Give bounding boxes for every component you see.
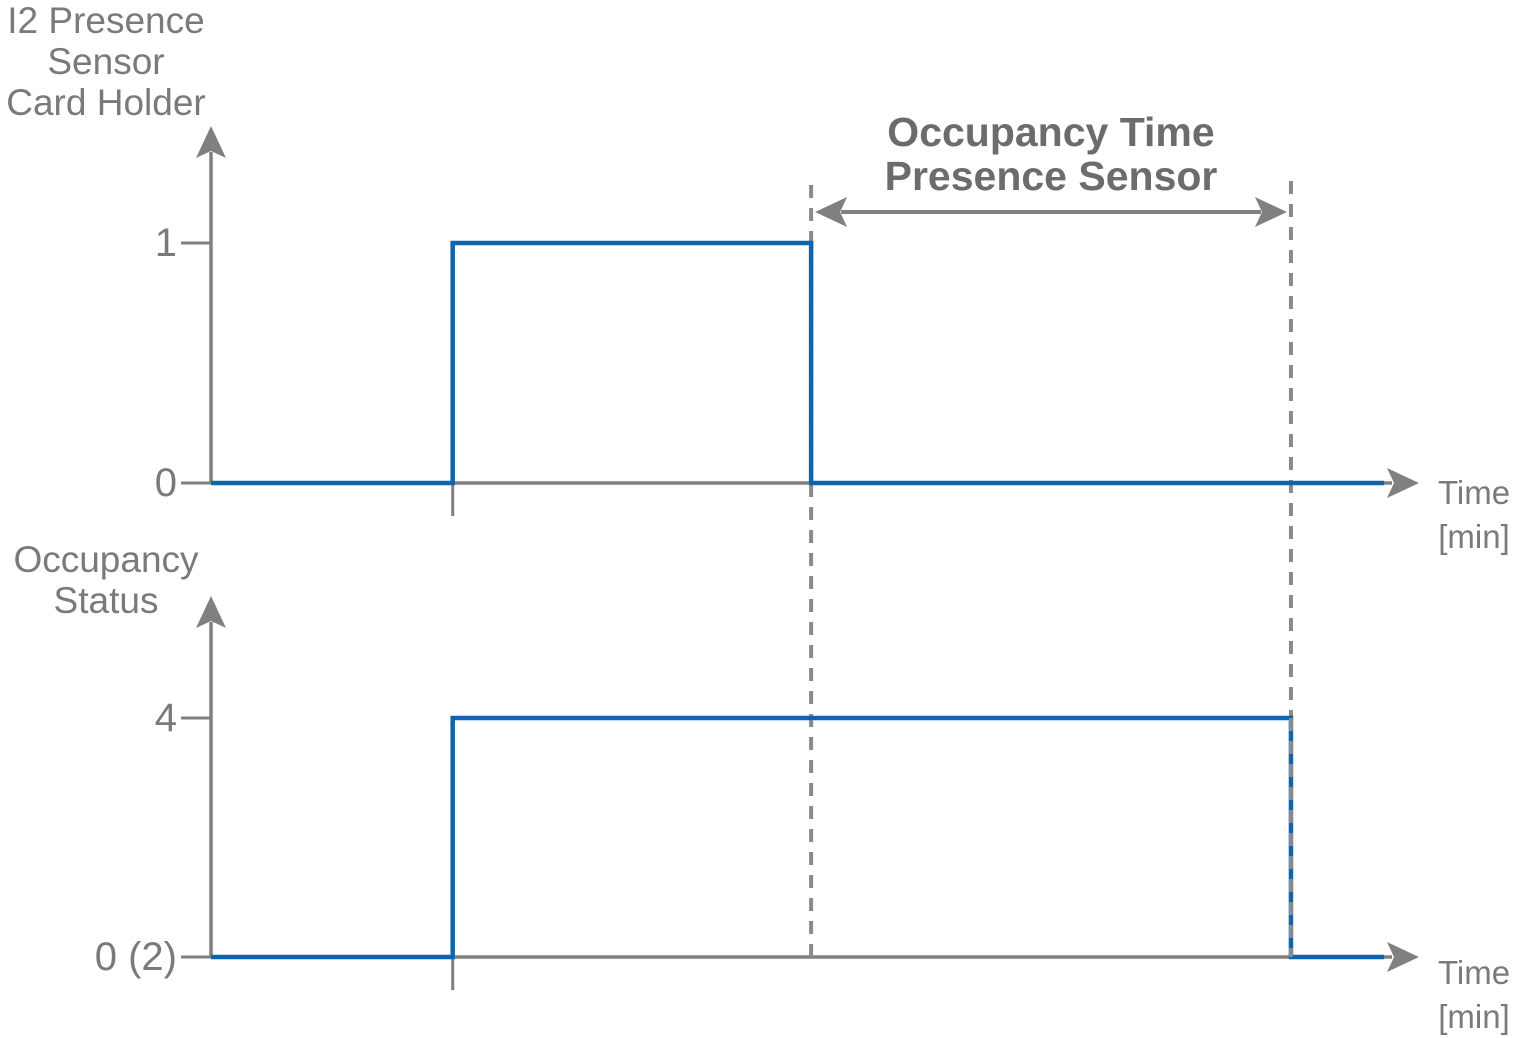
signal-occupancy-status	[211, 715, 1385, 960]
bottom-x-axis-label-line2: [min]	[1438, 998, 1510, 1035]
top-y-tick-label-0: 0	[154, 461, 177, 505]
top-chart-title-line3: Card Holder	[6, 82, 206, 123]
bottom-x-axis-label-line1: Time	[1437, 954, 1511, 991]
bottom-x-axis-label: Time [min]	[1422, 951, 1526, 1038]
bottom-chart-axes	[181, 596, 1419, 972]
occupancy-time-annotation: Occupancy Time Presence Sensor	[816, 110, 1286, 198]
bottom-y-tick-label-0: 0 (2)	[94, 935, 177, 979]
top-x-axis-label-line1: Time	[1437, 474, 1511, 511]
top-chart-title-line2: Sensor	[47, 41, 165, 82]
signal-presence-sensor	[211, 240, 1385, 486]
bottom-chart-title-line1: Occupancy	[13, 539, 199, 580]
top-y-axis-arrowhead-icon	[196, 126, 226, 158]
bottom-x-axis-arrowhead-icon	[1387, 942, 1419, 972]
top-x-axis-arrowhead-icon	[1387, 468, 1419, 498]
top-x-axis-label-line2: [min]	[1438, 518, 1510, 555]
top-chart-title-line1: I2 Presence	[7, 0, 205, 41]
top-chart-title: I2 Presence Sensor Card Holder	[0, 0, 212, 123]
annotation-line1: Occupancy Time	[887, 109, 1215, 155]
bottom-chart-title: Occupancy Status	[0, 539, 212, 621]
span-arrowhead-left-icon	[815, 197, 848, 227]
top-y-tick-label-1: 1	[154, 221, 177, 265]
bottom-y-axis-arrowhead-icon	[196, 596, 226, 628]
span-arrowhead-right-icon	[1254, 197, 1287, 227]
annotation-line2: Presence Sensor	[884, 153, 1218, 199]
bottom-y-tick-label-4: 4	[154, 696, 177, 740]
top-x-axis-label: Time [min]	[1422, 471, 1526, 559]
bottom-chart-title-line2: Status	[53, 580, 159, 621]
